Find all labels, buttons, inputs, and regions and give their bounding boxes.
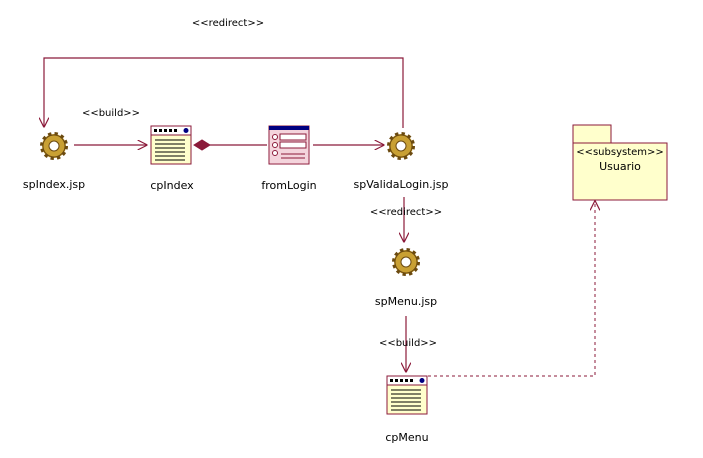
node-spmenu[interactable]: spMenu.jsp xyxy=(375,248,437,308)
node-label: spValidaLogin.jsp xyxy=(354,178,449,191)
node-label: cpIndex xyxy=(150,179,194,192)
edge-build-menu: <<build>> xyxy=(379,316,437,372)
edge-redirect-top: <<redirect>> xyxy=(44,18,404,128)
edge-label-redirect-menu: <<redirect>> xyxy=(370,207,442,218)
node-cpindex[interactable]: cpIndex xyxy=(150,125,194,192)
client-page-icon xyxy=(386,375,428,415)
gear-icon xyxy=(392,248,420,276)
edge-redirect-menu: <<redirect>> xyxy=(370,197,442,242)
edge-label-redirect-top: <<redirect>> xyxy=(192,18,264,29)
node-fromlogin[interactable]: fromLogin xyxy=(261,125,317,192)
edge-build-index: <<build>> xyxy=(74,108,147,145)
package-icon xyxy=(572,124,668,201)
node-label: fromLogin xyxy=(261,179,316,192)
composition-diamond xyxy=(193,139,211,151)
package-stereotype: <<subsystem>> xyxy=(576,147,664,158)
node-label: spIndex.jsp xyxy=(23,178,85,191)
edge-dependency xyxy=(428,201,595,377)
node-spvalidalogin[interactable]: spValidaLogin.jsp xyxy=(354,132,449,191)
node-usuario-package[interactable]: <<subsystem>> Usuario xyxy=(572,124,668,201)
node-cpmenu[interactable]: cpMenu xyxy=(385,375,429,444)
form-icon xyxy=(268,125,310,165)
node-label: cpMenu xyxy=(385,431,428,444)
gear-icon xyxy=(40,132,68,160)
gear-icon xyxy=(387,132,415,160)
node-spindex[interactable]: spIndex.jsp xyxy=(23,132,85,191)
edge-label-build-menu: <<build>> xyxy=(379,338,437,349)
edge-compose-form xyxy=(193,139,267,151)
node-label: spMenu.jsp xyxy=(375,295,437,308)
edge-label-build-index: <<build>> xyxy=(82,108,140,119)
client-page-icon xyxy=(150,125,192,165)
package-label: Usuario xyxy=(599,160,641,173)
